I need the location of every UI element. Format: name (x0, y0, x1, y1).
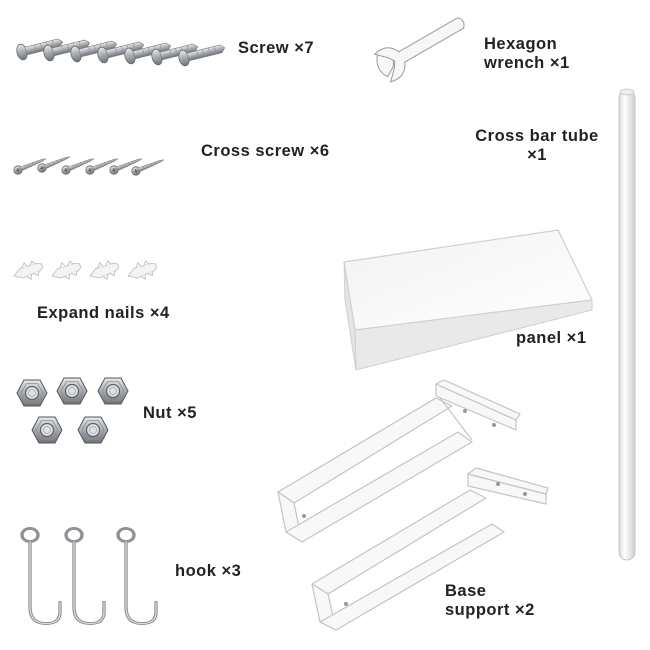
screw-label: Screw ×7 (238, 39, 315, 57)
hook-icon (20, 526, 158, 626)
cross-bar-tube-label: Cross bar tube ×1 (462, 127, 612, 165)
base-support-label-line1: Base (445, 582, 487, 600)
cross-bar-tube-icon (618, 88, 636, 561)
cross-screw-label: Cross screw ×6 (201, 142, 330, 160)
expand-nails-label: Expand nails ×4 (37, 304, 170, 322)
hexagon-wrench-label-line1: Hexagon (484, 35, 558, 53)
hexagon-wrench-label-line2: wrench ×1 (484, 54, 570, 72)
screw-icon (14, 33, 228, 68)
hexagon-wrench-label: Hexagon wrench ×1 (484, 35, 570, 73)
nut-label: Nut ×5 (143, 404, 197, 422)
panel-icon (343, 229, 593, 371)
base-support-label: Base support ×2 (445, 582, 535, 620)
expand-nail-icon (10, 256, 160, 285)
base-support-label-line2: support ×2 (445, 601, 535, 619)
hexagon-wrench-icon (373, 17, 465, 83)
cross-bar-tube-label-line2: ×1 (527, 146, 547, 164)
cross-bar-tube-label-line1: Cross bar tube (475, 127, 599, 145)
hook-label: hook ×3 (175, 562, 242, 580)
base-support-icon (277, 379, 549, 631)
panel-label: panel ×1 (516, 329, 587, 347)
cross-screw-icon (12, 152, 166, 177)
nut-icon (16, 377, 129, 444)
